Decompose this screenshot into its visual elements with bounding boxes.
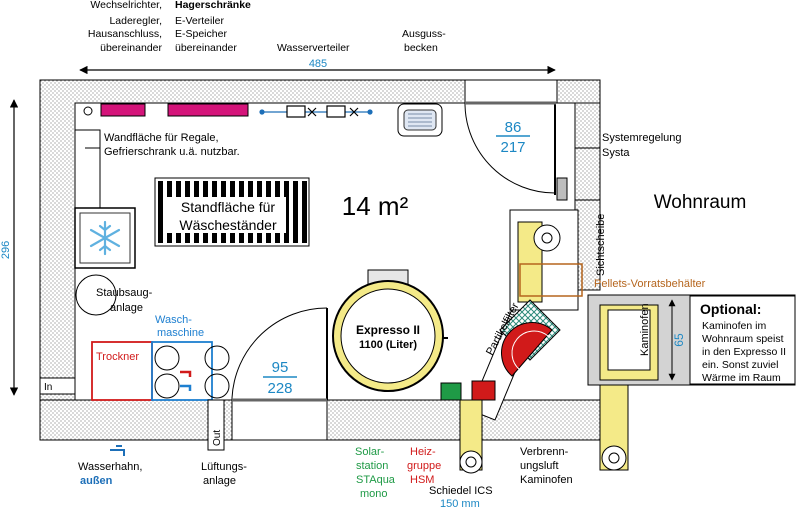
- height-dimension: 296: [0, 241, 12, 259]
- lueftung-label-1: Lüftungs-: [201, 461, 247, 473]
- freezer-icon: [74, 207, 136, 269]
- top-labels: Wechselrichter, Laderegler, Hausanschlus…: [88, 0, 446, 54]
- sink-icon: [397, 103, 443, 137]
- standflaeche-label-2: Wäscheständer: [179, 217, 277, 233]
- kaminofen-label: Kaminofen: [639, 303, 651, 356]
- wasserhahn-label-2: außen: [80, 475, 113, 487]
- in-pipe: [39, 377, 76, 395]
- svg-text:ein. Sonst zuviel: ein. Sonst zuviel: [702, 359, 778, 371]
- door-upper: 86 217: [464, 79, 558, 195]
- pellets-box: [519, 263, 583, 297]
- svg-text:E-Speicher: E-Speicher: [175, 28, 227, 40]
- kaminofen-depth: 65: [672, 333, 686, 347]
- svg-text:Wechselrichter,: Wechselrichter,: [90, 0, 162, 11]
- systemregelung-box: [556, 177, 568, 201]
- wasserhahn-icon: [110, 445, 125, 456]
- expresso-tank: Expresso II 1100 (Liter): [332, 269, 448, 392]
- door-lower: 95 228: [231, 307, 328, 441]
- water-tap-icons: [154, 345, 230, 399]
- out-label: Out: [212, 430, 223, 446]
- staubsauganlage-icon: [75, 274, 117, 316]
- svg-text:übereinander: übereinander: [175, 42, 237, 54]
- hausanschluss-icon: [83, 106, 93, 116]
- door2-width: 95: [272, 359, 289, 376]
- wasserverteiler-label: Wasserverteiler: [277, 42, 350, 54]
- door1-width: 86: [505, 119, 522, 136]
- wandflaeche-strip: [74, 129, 101, 209]
- svg-text:Kaminofen im: Kaminofen im: [702, 320, 766, 332]
- bottom-labels: Wasserhahn, außen Lüftungs- anlage Solar…: [78, 445, 573, 509]
- systemregelung-label-1: Systemregelung: [602, 132, 682, 144]
- svg-text:übereinander: übereinander: [100, 42, 162, 54]
- standflaeche-drying-rack: Standfläche für Wäscheständer: [154, 177, 310, 247]
- svg-text:Hausanschluss,: Hausanschluss,: [88, 28, 162, 40]
- door2-height: 228: [267, 380, 292, 397]
- svg-text:Wohnraum speist: Wohnraum speist: [702, 333, 784, 345]
- svg-text:ungsluft: ungsluft: [520, 460, 559, 472]
- waschmaschine-label-2: maschine: [157, 327, 204, 339]
- svg-text:STAqua: STAqua: [356, 474, 396, 486]
- svg-text:HSM: HSM: [410, 474, 434, 486]
- pellets-label: Pellets-Vorratsbehälter: [594, 278, 706, 290]
- expresso-label-1: Expresso II: [356, 323, 420, 337]
- svg-text:gruppe: gruppe: [407, 460, 441, 472]
- wasserhahn-label-1: Wasserhahn,: [78, 461, 142, 473]
- svg-text:Kaminofen: Kaminofen: [520, 474, 573, 486]
- out-pipe: [207, 399, 225, 451]
- hagerschrank-box: [167, 103, 249, 117]
- optional-kaminofen: Kaminofen 65 Optional: Kaminofen im Wohn…: [587, 294, 796, 386]
- svg-text:station: station: [356, 460, 388, 472]
- hager-title: Hagerschränke: [175, 0, 251, 11]
- svg-text:E-Verteiler: E-Verteiler: [175, 15, 225, 27]
- svg-text:Ausguss-: Ausguss-: [402, 28, 446, 40]
- solarstation-box: [440, 382, 462, 401]
- svg-text:in den Expresso II: in den Expresso II: [702, 346, 786, 358]
- schiedel-label-1: Schiedel ICS: [429, 485, 493, 497]
- svg-text:Wärme im Raum: Wärme im Raum: [702, 372, 781, 384]
- trockner-label: Trockner: [96, 351, 139, 363]
- rack-bar: [284, 181, 289, 243]
- lueftung-label-2: anlage: [203, 475, 236, 487]
- waschmaschine-box: [151, 341, 213, 401]
- rack-bar: [302, 181, 307, 243]
- heizgruppe-box: [471, 380, 496, 401]
- schiedel-label-2: 150 mm: [440, 498, 480, 509]
- width-dimension: 485: [309, 58, 327, 70]
- solar-label-1: Solar-: [355, 446, 385, 458]
- systemregelung-label-2: Systa: [602, 147, 630, 159]
- rack-bar: [293, 181, 298, 243]
- verbrennung-label-1: Verbrenn-: [520, 446, 569, 458]
- sichtscheibe-label: Sichtscheibe: [595, 214, 607, 276]
- staubsaug-label-2: anlage: [110, 302, 143, 314]
- svg-text:Laderegler,: Laderegler,: [109, 15, 162, 27]
- wechselrichter-box: [100, 103, 146, 117]
- wandflaeche-label-1: Wandfläche für Regale,: [104, 132, 219, 144]
- wohnraum-label: Wohnraum: [654, 192, 747, 213]
- heiz-label-1: Heiz-: [410, 446, 436, 458]
- optional-title: Optional:: [700, 301, 761, 317]
- door1-height: 217: [500, 139, 525, 156]
- staubsaug-label-1: Staubsaug-: [96, 287, 153, 299]
- wasserverteiler-icon: [259, 105, 373, 118]
- schiedel-flue: [459, 399, 483, 474]
- wandflaeche-label-2: Gefrierschrank u.ä. nutzbar.: [104, 146, 240, 158]
- svg-text:becken: becken: [404, 42, 438, 54]
- rack-bar: [158, 181, 163, 243]
- svg-text:mono: mono: [360, 488, 388, 500]
- partikelfilter-assembly: Partikelfilter: [469, 209, 579, 421]
- standflaeche-label-1: Standfläche für: [181, 199, 276, 215]
- in-label: In: [44, 382, 52, 393]
- waschmaschine-label-1: Wasch-: [155, 314, 192, 326]
- room-area: 14 m²: [342, 191, 409, 221]
- expresso-label-2: 1100 (Liter): [359, 339, 417, 351]
